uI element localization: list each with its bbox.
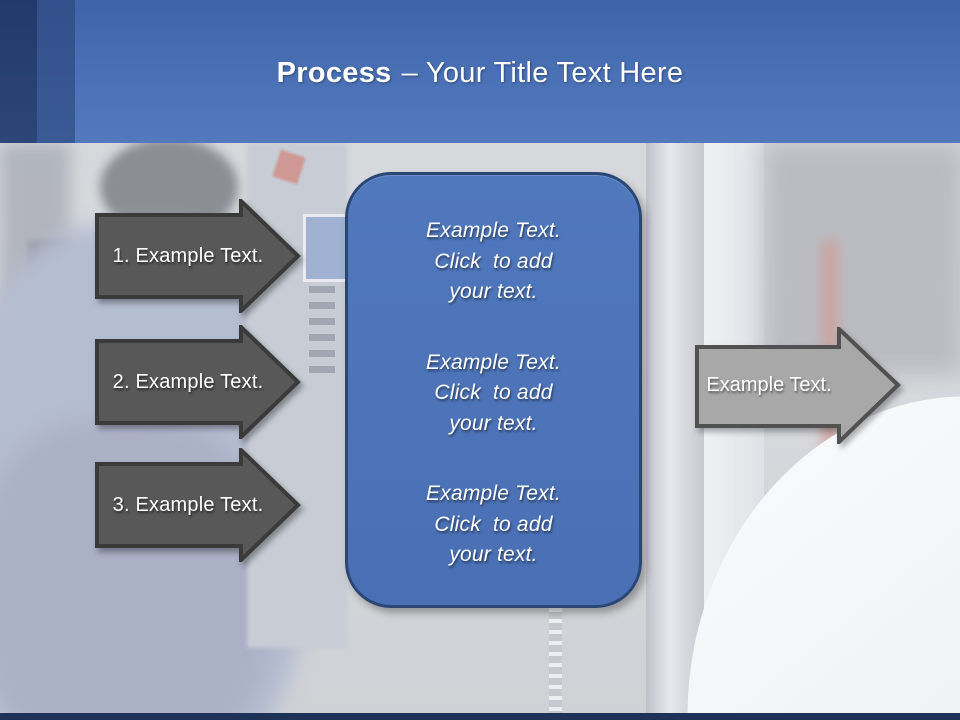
result-arrow[interactable]: Example Text. bbox=[695, 327, 901, 444]
title-keyword: Process bbox=[276, 57, 392, 89]
result-arrow-label[interactable]: Example Text. bbox=[706, 374, 832, 396]
step-arrow-1[interactable]: 1. Example Text. bbox=[95, 199, 301, 313]
step-arrow-2-label[interactable]: 2. Example Text. bbox=[112, 370, 264, 393]
bg-panel-keys bbox=[309, 286, 335, 381]
center-text-box[interactable]: Example Text. Click to add your text. Ex… bbox=[345, 172, 642, 608]
header-corner-stripe-mid bbox=[37, 0, 75, 143]
bg-machine-column bbox=[646, 143, 704, 720]
bottom-accent-bar bbox=[0, 713, 960, 720]
text-line: Click to add bbox=[434, 381, 553, 404]
text-block-2[interactable]: Example Text. Click to add your text. bbox=[362, 348, 625, 440]
text-line: your text. bbox=[449, 280, 538, 303]
step-arrow-1-label[interactable]: 1. Example Text. bbox=[112, 244, 264, 267]
step-arrow-2[interactable]: 2. Example Text. bbox=[95, 325, 301, 439]
right-arrow-icon bbox=[95, 325, 301, 439]
header-band bbox=[0, 0, 960, 143]
title-subtitle: – Your Title Text Here bbox=[401, 57, 684, 89]
text-line: your text. bbox=[449, 411, 538, 435]
slide-title[interactable]: Process – Your Title Text Here bbox=[0, 57, 960, 90]
right-arrow-icon bbox=[95, 448, 301, 562]
text-line: Example Text. bbox=[426, 482, 561, 505]
bg-panel-screen bbox=[303, 214, 349, 282]
bg-ballscrew-shaft bbox=[549, 575, 562, 714]
text-block-3[interactable]: Example Text. Click to add your text. bbox=[362, 479, 625, 571]
text-line: Click to add bbox=[434, 249, 553, 273]
bg-machine-interior bbox=[764, 143, 960, 375]
text-line: Example Text. bbox=[426, 350, 561, 374]
step-arrow-3-label[interactable]: 3. Example Text. bbox=[112, 493, 264, 516]
header-corner-stripe-dark bbox=[0, 0, 37, 143]
text-block-1[interactable]: Example Text. Click to add your text. bbox=[362, 216, 625, 308]
text-line: Click to add bbox=[434, 512, 553, 536]
right-arrow-icon bbox=[695, 327, 901, 444]
text-line: Example Text. bbox=[426, 219, 561, 242]
right-arrow-icon bbox=[95, 199, 301, 313]
text-line: your text. bbox=[449, 543, 538, 566]
step-arrow-3[interactable]: 3. Example Text. bbox=[95, 448, 301, 562]
